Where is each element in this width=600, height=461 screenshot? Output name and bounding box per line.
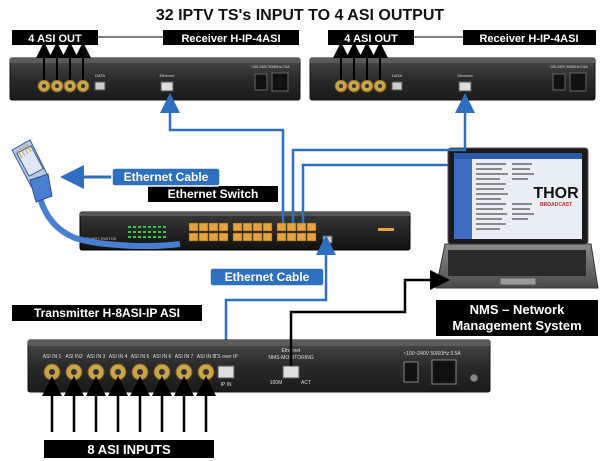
tx-port-label-3: ASI IN 3: [87, 354, 106, 360]
network-links: [160, 93, 475, 368]
thor-logo: THOR: [533, 185, 579, 202]
tx-port-label-1: ASI IN 1: [43, 354, 62, 360]
nms-laptop: THOR BROADCAST NMS – Network Management …: [435, 147, 599, 336]
receiver-left-eth-label: Ethernet: [159, 73, 175, 78]
tx-port-label-5: ASI IN 5: [131, 354, 150, 360]
ethernet-switch: Ethernet Switch SMART-SWITCH: [79, 186, 411, 251]
tx-port-label-7: ASI IN 7: [175, 354, 194, 360]
tx-port-label-8: ASI IN 8: [197, 354, 216, 360]
cable-label-1: Ethernet Cable: [124, 170, 209, 184]
cable-label-2: Ethernet Cable: [225, 270, 310, 284]
receiver-left-data-label: DATA: [95, 73, 105, 78]
transmitter-name: Transmitter H-8ASI-IP ASI: [34, 306, 180, 320]
receiver-right-eth-label: Ethernet: [457, 73, 473, 78]
receiver-right-data-label: DATA: [392, 73, 402, 78]
tx-power-label: ~100~240V 50/60Hz 0.5A: [403, 351, 461, 357]
tx-port-label-6: ASI IN 6: [153, 354, 172, 360]
switch-name: Ethernet Switch: [168, 187, 259, 201]
ethernet-cable-icon: [11, 139, 181, 249]
nms-label: NMS – Network Management System: [452, 302, 582, 333]
receiver-left-output-label: 4 ASI OUT: [28, 33, 82, 45]
tx-ts-over-ip-label: TS over IP: [214, 354, 238, 360]
switch-led-grid: [128, 226, 166, 238]
switch-ports: [188, 222, 317, 242]
receiver-right: 4 ASI OUT Receiver H-IP-4ASI DATA Ethern…: [309, 30, 596, 101]
receiver-left-power-label: ~100-240V 50/60Hz 0.5A: [250, 65, 290, 69]
receiver-right-name: Receiver H-IP-4ASI: [479, 33, 578, 45]
receiver-right-asi-ports: [334, 79, 387, 93]
receiver-right-power-label: ~100-240V 50/60Hz 0.5A: [548, 65, 588, 69]
receiver-right-output-label: 4 ASI OUT: [344, 33, 398, 45]
diagram-title: 32 IPTV TS's INPUT TO 4 ASI OUTPUT: [156, 7, 445, 24]
asi-input-arrows: [42, 376, 216, 432]
tx-port-label-4: ASI IN 4: [109, 354, 128, 360]
tx-ip-in-label: IP IN: [220, 382, 231, 388]
nms-link: [289, 270, 450, 366]
tx-speed-label: 100M: [270, 380, 283, 386]
switch-brand: SMART-SWITCH: [86, 236, 117, 241]
tx-act-label: ACT: [301, 380, 311, 386]
tx-port-label-2: ASI IN2: [65, 354, 82, 360]
receiver-left-name: Receiver H-IP-4ASI: [181, 33, 280, 45]
thor-logo-sub: BROADCAST: [540, 202, 572, 208]
transmitter: Transmitter H-8ASI-IP ASI ASI IN 1 ASI I…: [12, 305, 491, 393]
asi-inputs-label: 8 ASI INPUTS: [87, 442, 171, 457]
receiver-left-asi-ports: [37, 79, 90, 93]
receiver-left: 4 ASI OUT Receiver H-IP-4ASI DATA Ethern…: [9, 30, 301, 101]
